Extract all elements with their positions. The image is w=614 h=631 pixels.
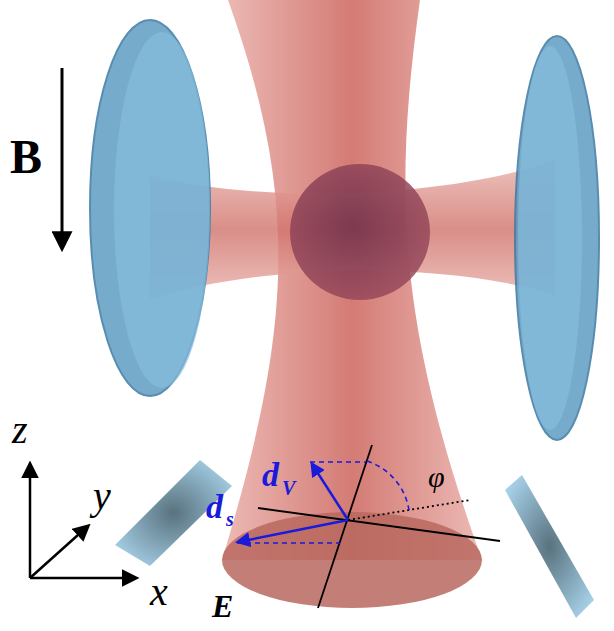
polarization-axis: [318, 445, 372, 608]
projection-line: [237, 542, 340, 544]
field-label: B: [10, 133, 42, 181]
dipole-vector: [312, 464, 348, 520]
dipole-vector: [238, 520, 348, 542]
field-arrow: [61, 68, 64, 248]
y-axis: [30, 526, 88, 578]
z-axis: [29, 464, 32, 578]
field-label: E: [212, 590, 233, 622]
angle-label: φ: [428, 462, 445, 492]
left-mirror: [90, 20, 210, 396]
vector-subscript: s: [226, 509, 234, 529]
vertical-beam: [222, 0, 482, 560]
axis-label: x: [150, 572, 168, 612]
polarization-axis: [258, 508, 500, 541]
beam-footprint: [222, 512, 482, 608]
vector-label: d: [262, 458, 279, 492]
vector-label: d: [206, 490, 223, 524]
patch-mirror: [505, 475, 594, 618]
patch-mirror: [115, 460, 232, 566]
right-mirror-face: [518, 46, 582, 430]
particle: [290, 164, 430, 300]
x-axis: [30, 577, 136, 580]
cavity-beam: [150, 160, 555, 300]
angle-arc: [367, 461, 409, 510]
vector-subscript: V: [282, 478, 295, 498]
projection-line: [310, 461, 366, 463]
right-mirror: [515, 36, 599, 440]
left-mirror-face: [114, 32, 210, 388]
axis-label: y: [93, 476, 111, 516]
axis-label: z: [12, 410, 28, 450]
